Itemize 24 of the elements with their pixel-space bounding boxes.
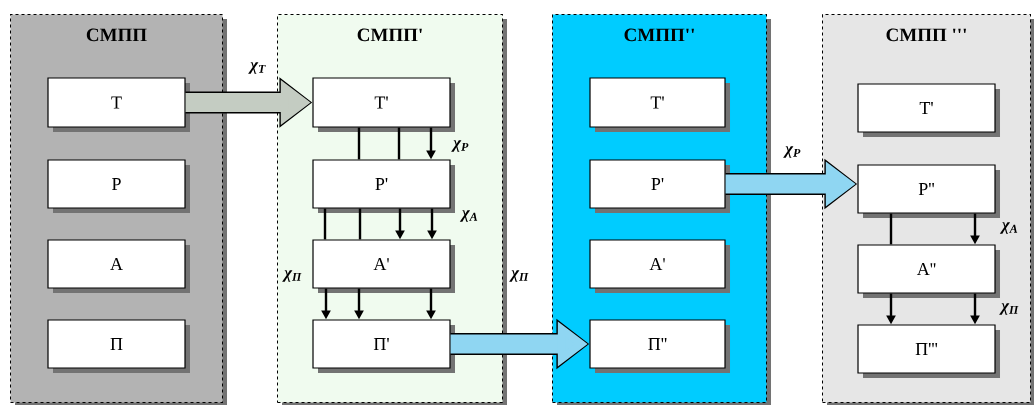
process-box: Т' — [857, 83, 1000, 137]
edge-label: χ$_{A}$ — [999, 222, 1018, 234]
process-box: Т' — [589, 77, 730, 132]
process-box: Р — [47, 159, 190, 213]
process-box: П'' — [589, 319, 730, 373]
process-box: А' — [589, 239, 730, 293]
process-box: А — [47, 239, 190, 293]
edge-label: χ$_{P}$ — [451, 140, 469, 152]
process-box: П — [47, 319, 190, 373]
edge-label: χ$_{P}$ — [783, 146, 801, 158]
edge-label: χ$_{T}$ — [248, 62, 266, 74]
process-box: Т — [47, 77, 190, 132]
process-box: Р' — [589, 159, 730, 213]
edge-label: χ$_{П}$ — [509, 270, 529, 282]
edge-label: χ$_{A}$ — [459, 210, 478, 222]
process-box: Р'' — [857, 164, 1000, 218]
process-box: П''' — [857, 324, 1000, 378]
process-box: П' — [312, 319, 455, 373]
process-box: А' — [312, 239, 455, 293]
process-box: А'' — [857, 244, 1000, 298]
process-box: Т' — [312, 77, 455, 132]
process-box: Р' — [312, 159, 455, 213]
edge-label: χ$_{П}$ — [282, 270, 302, 282]
edge-label: χ$_{П}$ — [999, 303, 1019, 315]
